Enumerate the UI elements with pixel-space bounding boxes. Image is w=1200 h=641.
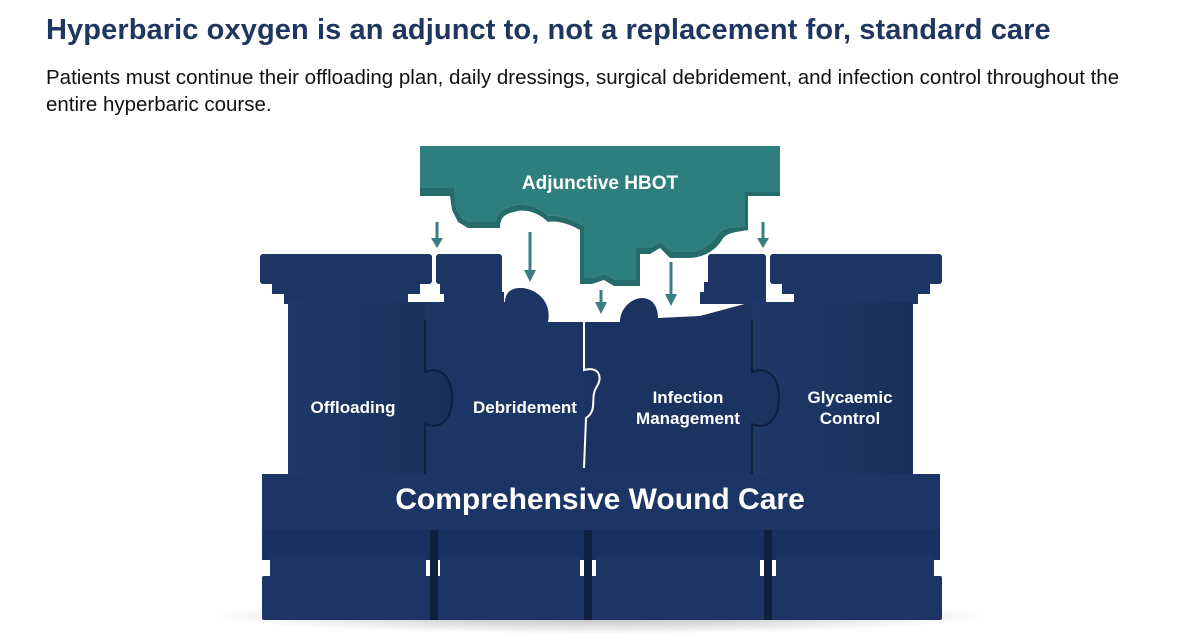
pillar-label-glycaemic-line2: Control	[820, 409, 880, 428]
pillar-label-infection-line2: Management	[636, 409, 740, 428]
arrow-down-icon	[524, 232, 536, 282]
highlight-seam	[583, 322, 601, 469]
slide-subtitle: Patients must continue their offloading …	[46, 66, 1120, 116]
connector-arrows	[431, 222, 769, 314]
pillar-label-debridement: Debridement	[473, 398, 577, 417]
pillar-label-glycaemic-line1: Glycaemic	[807, 388, 892, 407]
base-label: Comprehensive Wound Care	[395, 483, 805, 516]
arrow-down-icon	[757, 222, 769, 248]
puzzle-seams	[424, 320, 781, 480]
pillar-shaft-offloading	[288, 302, 452, 488]
hbot-label: Adjunctive HBOT	[522, 173, 679, 194]
pillar-shaft-infection	[585, 298, 779, 488]
pillar-label-offloading: Offloading	[311, 398, 396, 417]
hbot-puzzle-piece	[420, 146, 780, 280]
pillar-shaft-debridement	[425, 287, 585, 488]
pillar-shafts	[288, 287, 913, 488]
pillar-capitals	[260, 254, 942, 304]
arrow-down-icon	[665, 262, 677, 306]
arrow-down-icon	[595, 290, 607, 314]
arrow-down-icon	[431, 222, 443, 248]
pillar-label-infection-line1: Infection	[653, 388, 724, 407]
pillar-shaft-glycaemic	[752, 302, 913, 488]
base-slab	[262, 474, 942, 620]
slide-title: Hyperbaric oxygen is an adjunct to, not …	[46, 14, 1051, 46]
